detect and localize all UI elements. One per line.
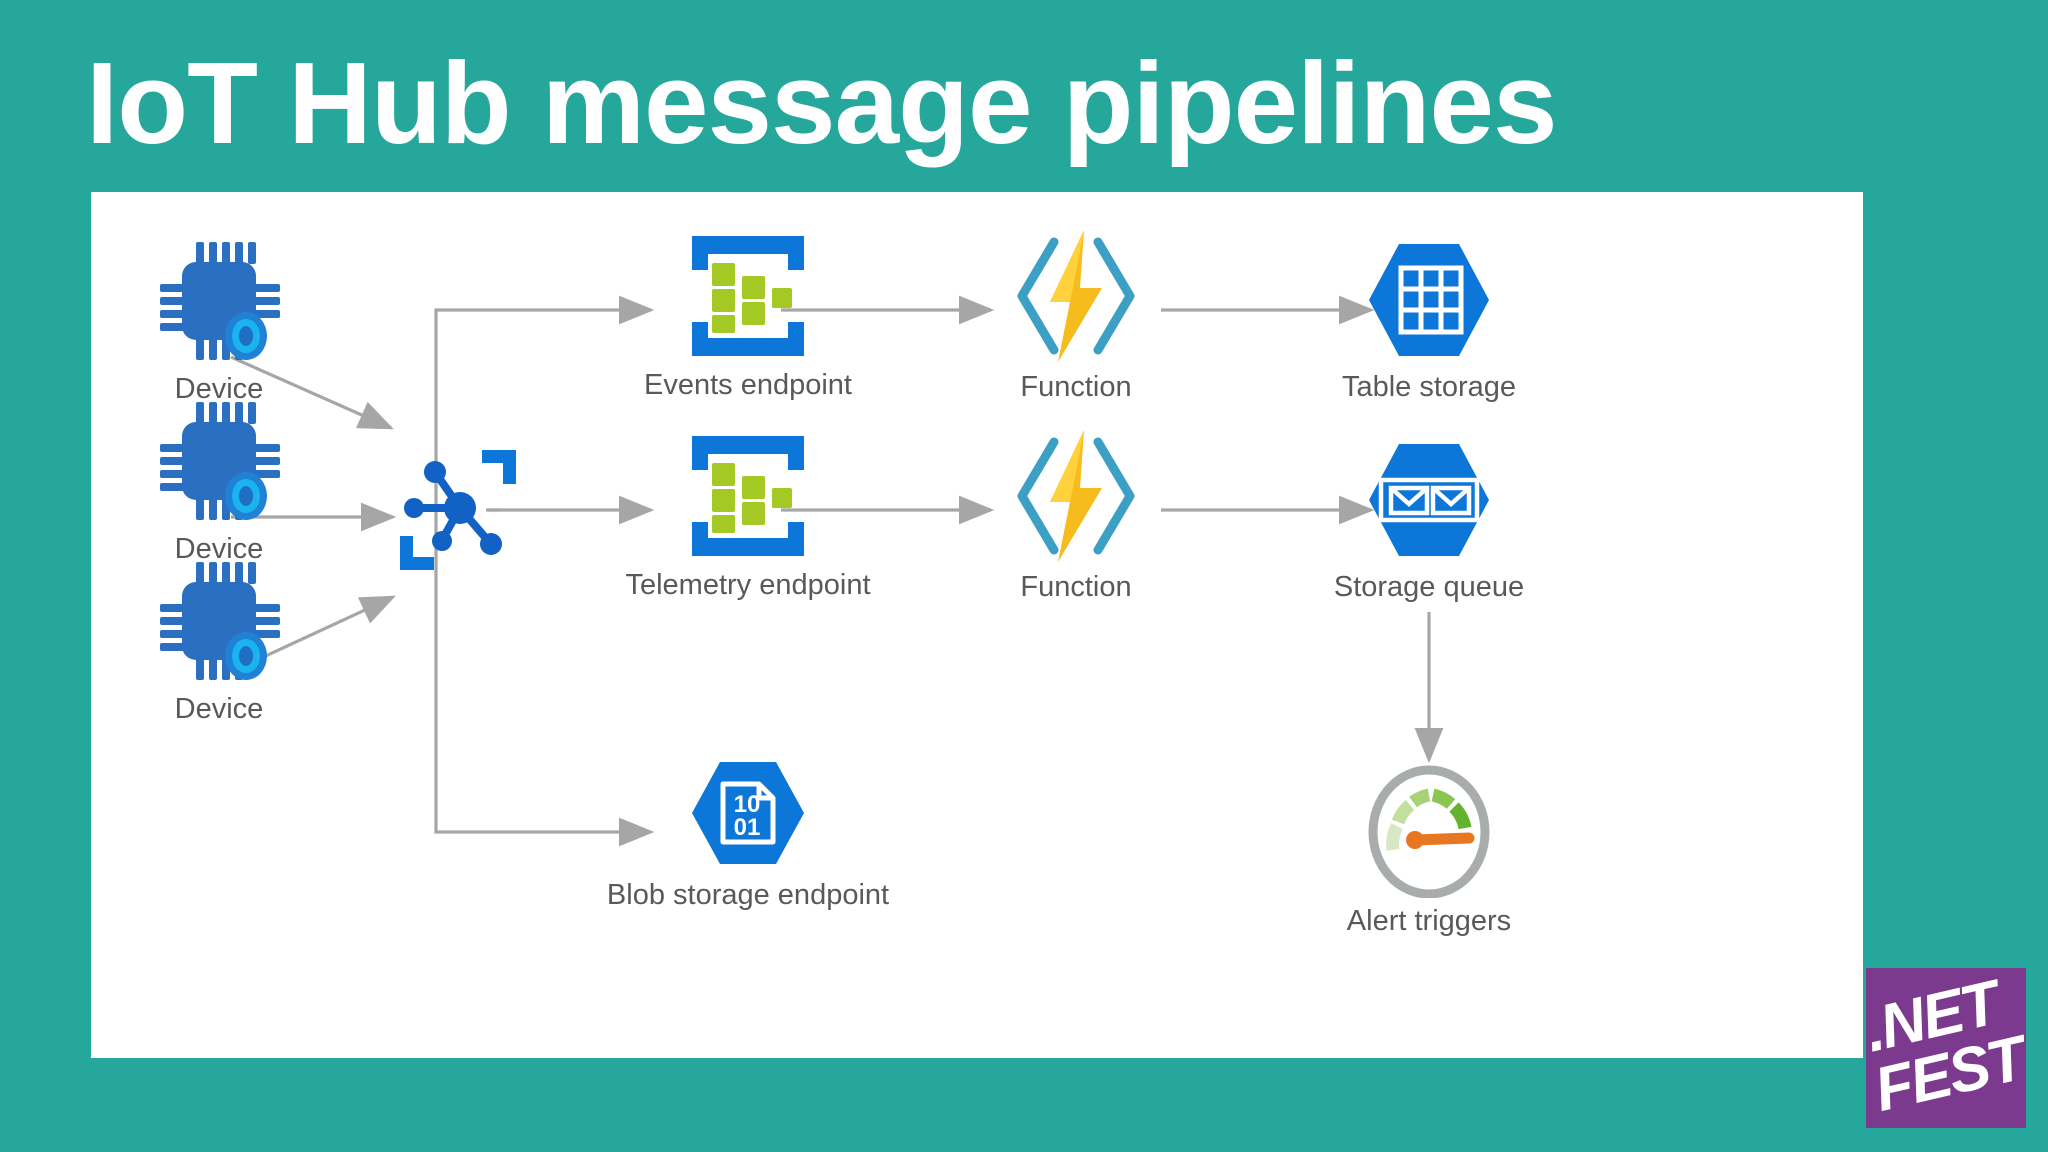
endpoint-icon: [682, 430, 814, 562]
node-label: Function: [1020, 571, 1132, 603]
node-label: Blob storage endpoint: [606, 879, 890, 911]
node-iot-hub[interactable]: [388, 442, 528, 584]
netfest-logo: .NET FEST: [1866, 968, 2026, 1128]
node-function-top[interactable]: Function: [946, 228, 1206, 404]
node-blob-storage-endpoint[interactable]: 10 01 Blob storage endpoint: [603, 754, 893, 912]
node-telemetry-endpoint[interactable]: Telemetry endpoint: [603, 430, 893, 602]
blob-bits-top: 10: [734, 791, 761, 818]
node-device-3[interactable]: Device: [119, 556, 319, 726]
blob-bits-bottom: 01: [734, 814, 761, 841]
node-device-1[interactable]: Device: [119, 236, 319, 406]
node-label: Alert triggers: [1346, 905, 1512, 937]
node-label: Function: [1020, 371, 1132, 403]
gauge-icon: [1365, 762, 1493, 899]
node-label: Telemetry endpoint: [625, 569, 871, 601]
node-events-endpoint[interactable]: Events endpoint: [603, 230, 893, 402]
device-chip-icon: [154, 556, 284, 686]
node-table-storage[interactable]: Table storage: [1313, 236, 1545, 404]
storage-queue-icon: [1365, 436, 1493, 564]
device-chip-icon: [154, 396, 284, 526]
node-label: Device: [174, 693, 264, 725]
table-storage-icon: [1365, 236, 1493, 364]
azure-function-icon: [1006, 428, 1146, 564]
node-label: Storage queue: [1333, 571, 1525, 603]
diagram-panel: Device: [91, 192, 1863, 1058]
azure-function-icon: [1006, 228, 1146, 364]
netfest-logo-inner: .NET FEST: [1866, 968, 2026, 1128]
node-device-2[interactable]: Device: [119, 396, 319, 566]
node-label: Table storage: [1341, 371, 1517, 403]
blob-storage-icon: 10 01: [689, 754, 807, 872]
iot-hub-icon: [390, 442, 526, 578]
endpoint-icon: [682, 230, 814, 362]
page-title: IoT Hub message pipelines: [86, 38, 1557, 168]
node-label: Device: [174, 373, 264, 405]
device-chip-icon: [154, 236, 284, 366]
node-label: Device: [174, 533, 264, 565]
node-alert-triggers[interactable]: Alert triggers: [1313, 762, 1545, 938]
node-function-middle[interactable]: Function: [946, 428, 1206, 604]
node-storage-queue[interactable]: Storage queue: [1313, 436, 1545, 604]
node-label: Events endpoint: [644, 369, 852, 401]
